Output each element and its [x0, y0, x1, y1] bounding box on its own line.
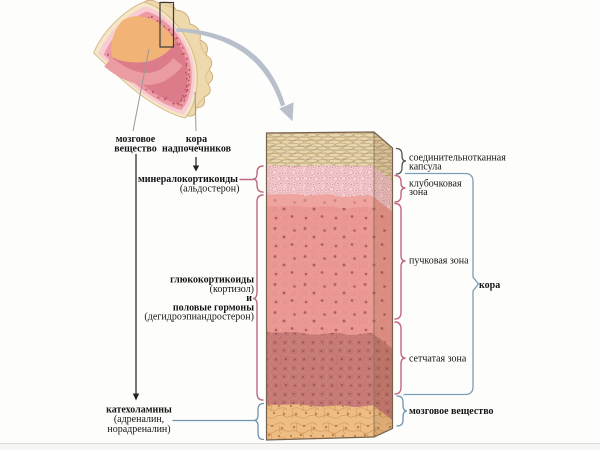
svg-text:кора: кора	[479, 280, 500, 291]
svg-text:(альдостерон): (альдостерон)	[180, 184, 240, 195]
svg-text:(адреналин,: (адреналин,	[114, 414, 164, 425]
svg-text:норадреналин): норадреналин)	[107, 424, 170, 435]
svg-text:мозговое вещество: мозговое вещество	[409, 406, 494, 417]
svg-text:сетчатая зона: сетчатая зона	[409, 354, 467, 365]
svg-text:соединительнотканная: соединительнотканная	[409, 153, 506, 164]
svg-text:капсула: капсула	[409, 161, 442, 172]
svg-text:минералокортикоиды: минералокортикоиды	[138, 174, 238, 185]
svg-text:вещество: вещество	[114, 143, 157, 154]
svg-text:зона: зона	[409, 187, 428, 198]
svg-text:глюкокортикоиды: глюкокортикоиды	[170, 275, 254, 286]
svg-text:и: и	[246, 293, 252, 304]
svg-text:надпочечников: надпочечников	[162, 143, 232, 154]
svg-text:клубочковая: клубочковая	[409, 178, 462, 189]
svg-text:половые гормоны: половые гормоны	[173, 302, 254, 313]
svg-text:(кортизол): (кортизол)	[210, 284, 254, 295]
svg-text:мозговое: мозговое	[116, 134, 156, 145]
svg-text:(дегидроэпиандростерон): (дегидроэпиандростерон)	[144, 312, 254, 323]
svg-text:пучковая зона: пучковая зона	[409, 256, 469, 267]
svg-text:катехоламины: катехоламины	[106, 404, 172, 415]
svg-text:кора: кора	[186, 134, 207, 145]
